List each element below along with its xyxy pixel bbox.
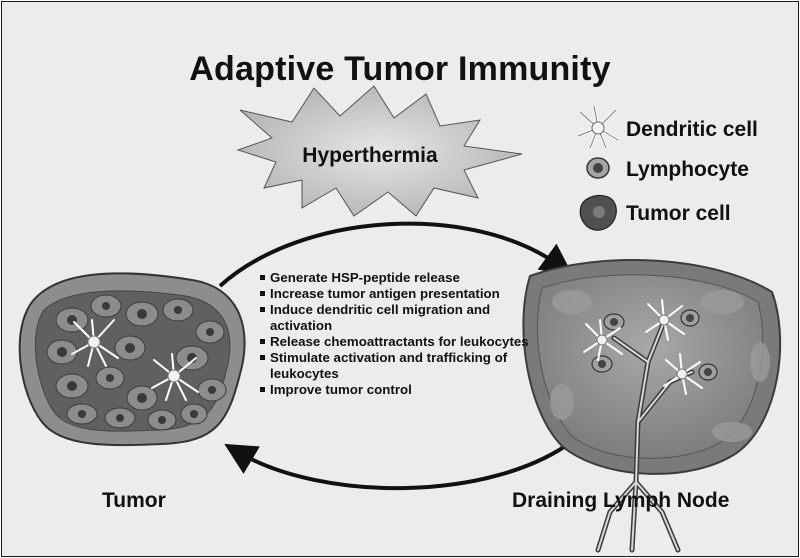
effect-item: Improve tumor control <box>260 382 550 398</box>
lymph-node-label: Draining Lymph Node <box>512 489 730 512</box>
effects-list: Generate HSP-peptide release Increase tu… <box>260 270 550 398</box>
effect-item: Generate HSP-peptide release <box>260 270 550 286</box>
legend-label-tumor-cell: Tumor cell <box>626 202 731 225</box>
dendritic-cell-icon <box>576 104 620 150</box>
tumor-mass <box>18 272 246 447</box>
effect-item: Stimulate activation and trafficking of … <box>260 350 550 382</box>
legend-label-lymphocyte: Lymphocyte <box>626 158 749 181</box>
tumor-cell-icon <box>579 194 617 231</box>
lymphocyte-icon <box>586 157 610 179</box>
lymph-node <box>522 259 782 553</box>
hyperthermia-label: Hyperthermia <box>302 144 438 167</box>
diagram-title: Adaptive Tumor Immunity <box>189 50 611 88</box>
hyperthermia-burst <box>236 85 523 217</box>
effect-item: Increase tumor antigen presentation <box>260 286 550 302</box>
effect-item: Release chemoattractants for leukocytes <box>260 334 550 350</box>
effect-item: Induce dendritic cell migration and acti… <box>260 302 550 334</box>
legend-label-dendritic-cell: Dendritic cell <box>626 118 758 141</box>
tumor-label: Tumor <box>102 489 166 512</box>
arrow-tumor-to-node <box>218 221 573 288</box>
arrow-node-to-tumor <box>224 438 576 491</box>
